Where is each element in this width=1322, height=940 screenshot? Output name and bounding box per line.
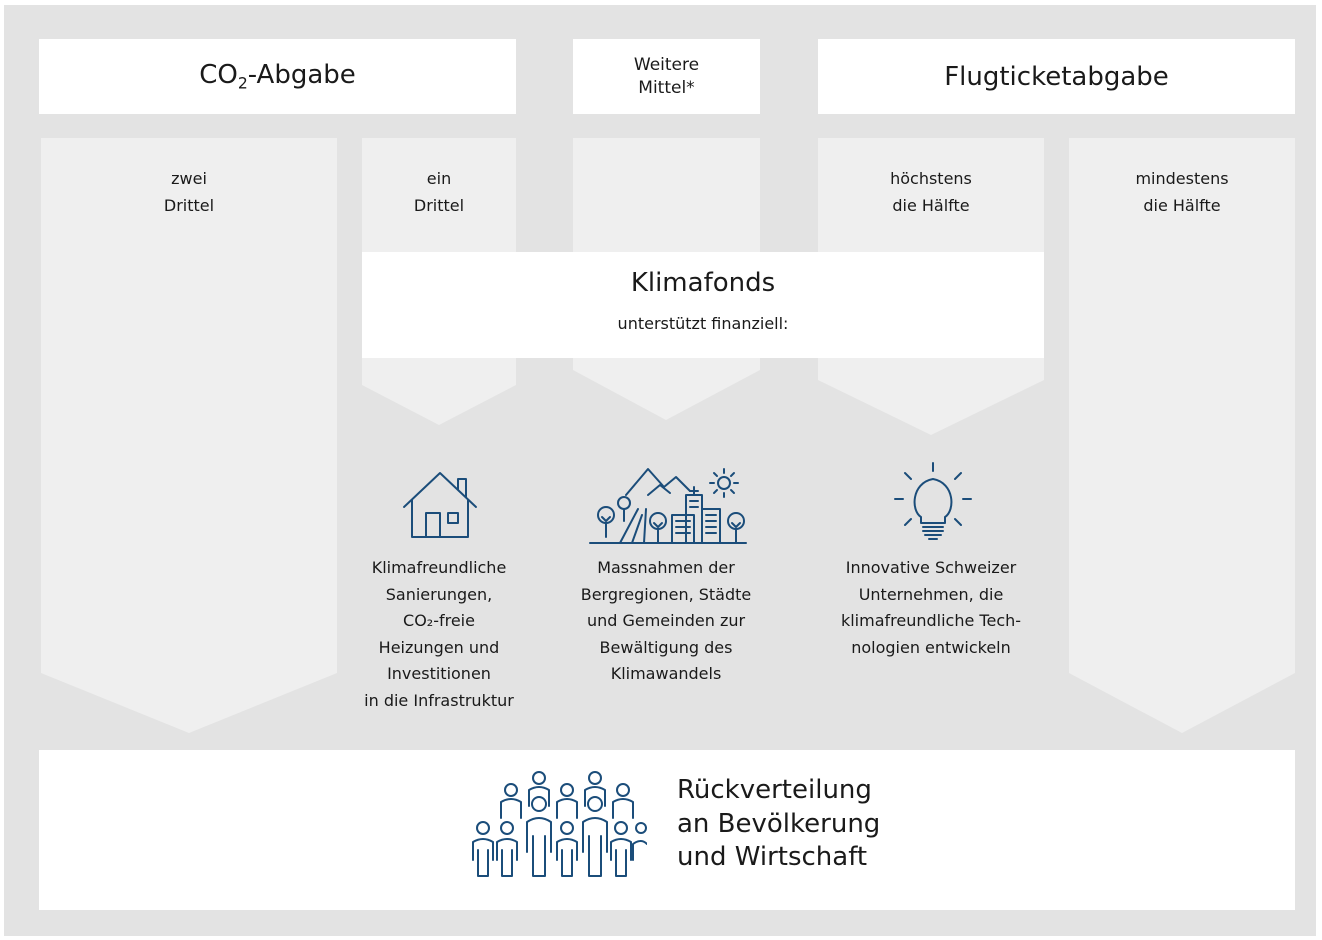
diagram-canvas: CO2-Abgabe Weitere Mittel* Flugticketabg… xyxy=(4,5,1316,936)
weitere-mittel-title: Weitere Mittel* xyxy=(633,54,700,98)
klimafonds-box: Klimafonds unterstützt finanziell: xyxy=(362,252,1044,358)
city-landscape-icon xyxy=(586,465,750,545)
label-ein-drittel: ein Drittel xyxy=(413,169,465,215)
light-bulb-icon xyxy=(893,461,973,543)
desc-innovation: Innovative Schweizer Unternehmen, die kl… xyxy=(840,558,1022,657)
house-icon xyxy=(400,469,480,541)
co2-abgabe-title: CO2-Abgabe xyxy=(199,60,356,93)
rueckverteilung-text: Rückverteilung an Bevölkerung und Wirtsc… xyxy=(677,775,881,872)
rueckverteilung-box: Rückverteilung an Bevölkerung und Wirtsc… xyxy=(39,750,1295,910)
flugticketabgabe-title: Flugticketabgabe xyxy=(944,61,1169,92)
desc-gebaeude: Klimafreundliche Sanierungen, CO₂-freie … xyxy=(364,558,514,710)
klimafonds-title: Klimafonds xyxy=(630,268,776,298)
label-mindestens: mindestens die Hälfte xyxy=(1135,169,1229,215)
co2-abgabe-header: CO2-Abgabe xyxy=(39,39,516,114)
flugticketabgabe-header: Flugticketabgabe xyxy=(818,39,1295,114)
label-zwei-drittel: zwei Drittel xyxy=(163,169,215,215)
label-hoechstens: höchstens die Hälfte xyxy=(890,169,972,215)
arrow-zwei-drittel xyxy=(41,138,337,733)
klimafonds-subtitle: unterstützt finanziell: xyxy=(617,314,789,333)
arrow-mindestens xyxy=(1069,138,1295,733)
desc-regionen: Massnahmen der Bergregionen, Städte und … xyxy=(580,558,752,684)
weitere-mittel-header: Weitere Mittel* xyxy=(573,39,760,114)
people-group-icon xyxy=(467,770,647,882)
